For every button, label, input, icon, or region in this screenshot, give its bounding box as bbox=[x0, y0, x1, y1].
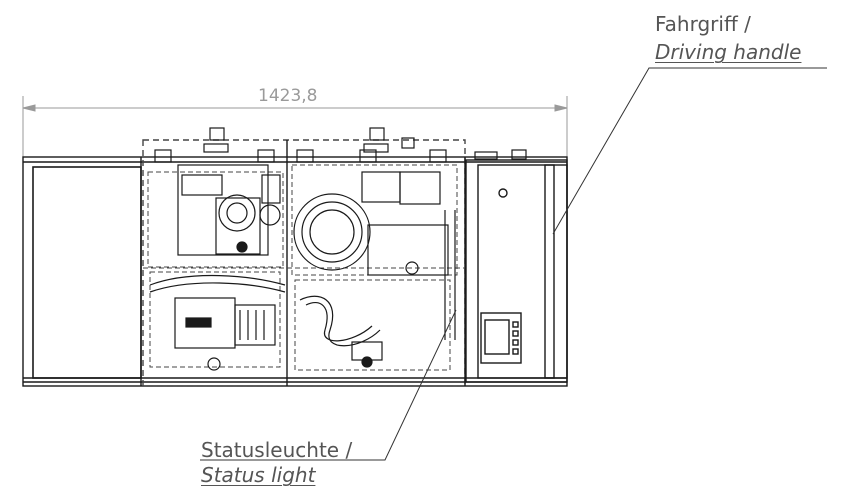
leader-lines bbox=[200, 67, 827, 461]
status-light-label-de: Statusleuchte / bbox=[201, 438, 353, 462]
left-panel bbox=[32, 166, 142, 379]
driving-handle-label-en: Driving handle bbox=[655, 40, 802, 64]
status-light-label-en: Status light bbox=[201, 463, 316, 487]
right-components bbox=[293, 171, 456, 368]
dimension-line bbox=[22, 96, 568, 158]
engine-bay bbox=[142, 139, 466, 387]
driving-handle-label-de: Fahrgriff / bbox=[655, 12, 751, 36]
top-brackets bbox=[154, 127, 527, 163]
control-cabinet bbox=[465, 159, 568, 383]
left-components bbox=[149, 164, 286, 371]
status-display bbox=[480, 312, 522, 364]
width-dimension-label: 1423,8 bbox=[258, 86, 318, 106]
